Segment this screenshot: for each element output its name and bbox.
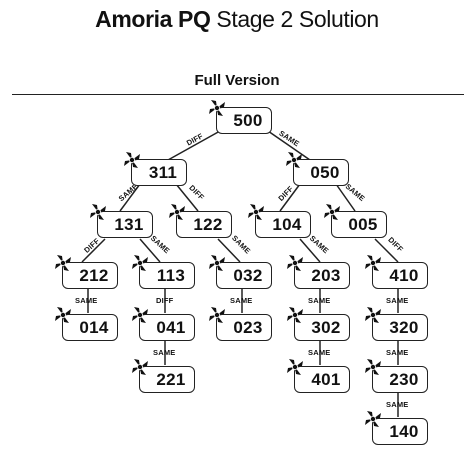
- node-401: 401: [287, 359, 350, 393]
- node-014: 014: [55, 307, 118, 341]
- node-320: 320: [365, 307, 428, 341]
- node-value: 032: [233, 266, 263, 285]
- node-value: 212: [79, 266, 109, 285]
- node-104: 104: [248, 204, 311, 238]
- fan-icon: [132, 359, 148, 375]
- connector-050-104: [279, 183, 301, 212]
- edge-label-203-302: SAME: [308, 296, 331, 305]
- node-value: 221: [156, 370, 186, 389]
- node-value: 014: [79, 318, 109, 337]
- divider: [12, 94, 464, 95]
- connector-131-212: [81, 238, 106, 263]
- node-311: 311: [124, 152, 187, 186]
- page-title: Amoria PQ Stage 2 Solution: [0, 6, 474, 33]
- edge-label-320-230: SAME: [386, 348, 409, 357]
- connector-122-032: [217, 238, 241, 263]
- node-value: 131: [114, 215, 144, 234]
- node-value: 023: [233, 318, 263, 337]
- node-140: 140: [365, 411, 428, 445]
- node-value: 500: [233, 111, 263, 130]
- section-title: Full Version: [194, 72, 280, 89]
- title-strong: Amoria PQ: [95, 6, 211, 32]
- node-value: 140: [389, 422, 419, 441]
- node-value: 104: [272, 215, 302, 234]
- node-203: 203: [287, 255, 350, 289]
- connector-500-050: [267, 130, 311, 161]
- fan-icon: [365, 359, 381, 375]
- connector-500-311: [167, 130, 221, 161]
- edge-label-302-401: SAME: [308, 348, 331, 357]
- node-023: 023: [209, 307, 272, 341]
- fan-icon: [287, 359, 303, 375]
- fan-icon: [248, 204, 264, 220]
- edge-label-041-221: SAME: [153, 348, 176, 357]
- node-value: 320: [389, 318, 419, 337]
- node-212: 212: [55, 255, 118, 289]
- node-value: 122: [193, 215, 223, 234]
- node-410: 410: [365, 255, 428, 289]
- fan-icon: [209, 100, 225, 116]
- fan-icon: [287, 307, 303, 323]
- node-value: 050: [310, 163, 340, 182]
- fan-icon: [287, 255, 303, 271]
- connector-311-122: [175, 183, 199, 212]
- node-value: 230: [389, 370, 419, 389]
- edge-label-410-320: SAME: [386, 296, 409, 305]
- fan-icon: [286, 152, 302, 168]
- connector-311-131: [119, 183, 141, 212]
- title-light: Stage 2 Solution: [210, 6, 379, 32]
- edge-label-230-140: SAME: [386, 400, 409, 409]
- node-032: 032: [209, 255, 272, 289]
- fan-icon: [90, 204, 106, 220]
- edge-label-113-041: DIFF: [156, 296, 174, 305]
- fan-icon: [209, 307, 225, 323]
- fan-icon: [365, 255, 381, 271]
- node-005: 005: [324, 204, 387, 238]
- node-050: 050: [286, 152, 349, 186]
- fan-icon: [365, 307, 381, 323]
- node-221: 221: [132, 359, 195, 393]
- node-value: 203: [311, 266, 341, 285]
- connector-005-410: [374, 238, 399, 263]
- node-230: 230: [365, 359, 428, 393]
- fan-icon: [124, 152, 140, 168]
- node-131: 131: [90, 204, 153, 238]
- node-value: 005: [348, 215, 378, 234]
- node-302: 302: [287, 307, 350, 341]
- node-value: 302: [311, 318, 341, 337]
- connector-050-005: [335, 183, 356, 212]
- fan-icon: [55, 255, 71, 271]
- fan-icon: [132, 307, 148, 323]
- node-value: 410: [389, 266, 419, 285]
- connector-131-113: [139, 238, 161, 263]
- edge-label-032-023: SAME: [230, 296, 253, 305]
- node-113: 113: [132, 255, 195, 289]
- node-value: 311: [148, 163, 178, 182]
- node-value: 041: [156, 318, 186, 337]
- node-041: 041: [132, 307, 195, 341]
- fan-icon: [365, 411, 381, 427]
- fan-icon: [55, 307, 71, 323]
- fan-icon: [132, 255, 148, 271]
- edge-label-212-014: SAME: [75, 296, 98, 305]
- node-122: 122: [169, 204, 232, 238]
- node-value: 113: [156, 266, 186, 285]
- connector-104-203: [299, 238, 321, 263]
- fan-icon: [324, 204, 340, 220]
- fan-icon: [209, 255, 225, 271]
- fan-icon: [169, 204, 185, 220]
- node-value: 401: [311, 370, 341, 389]
- node-500: 500: [209, 100, 272, 134]
